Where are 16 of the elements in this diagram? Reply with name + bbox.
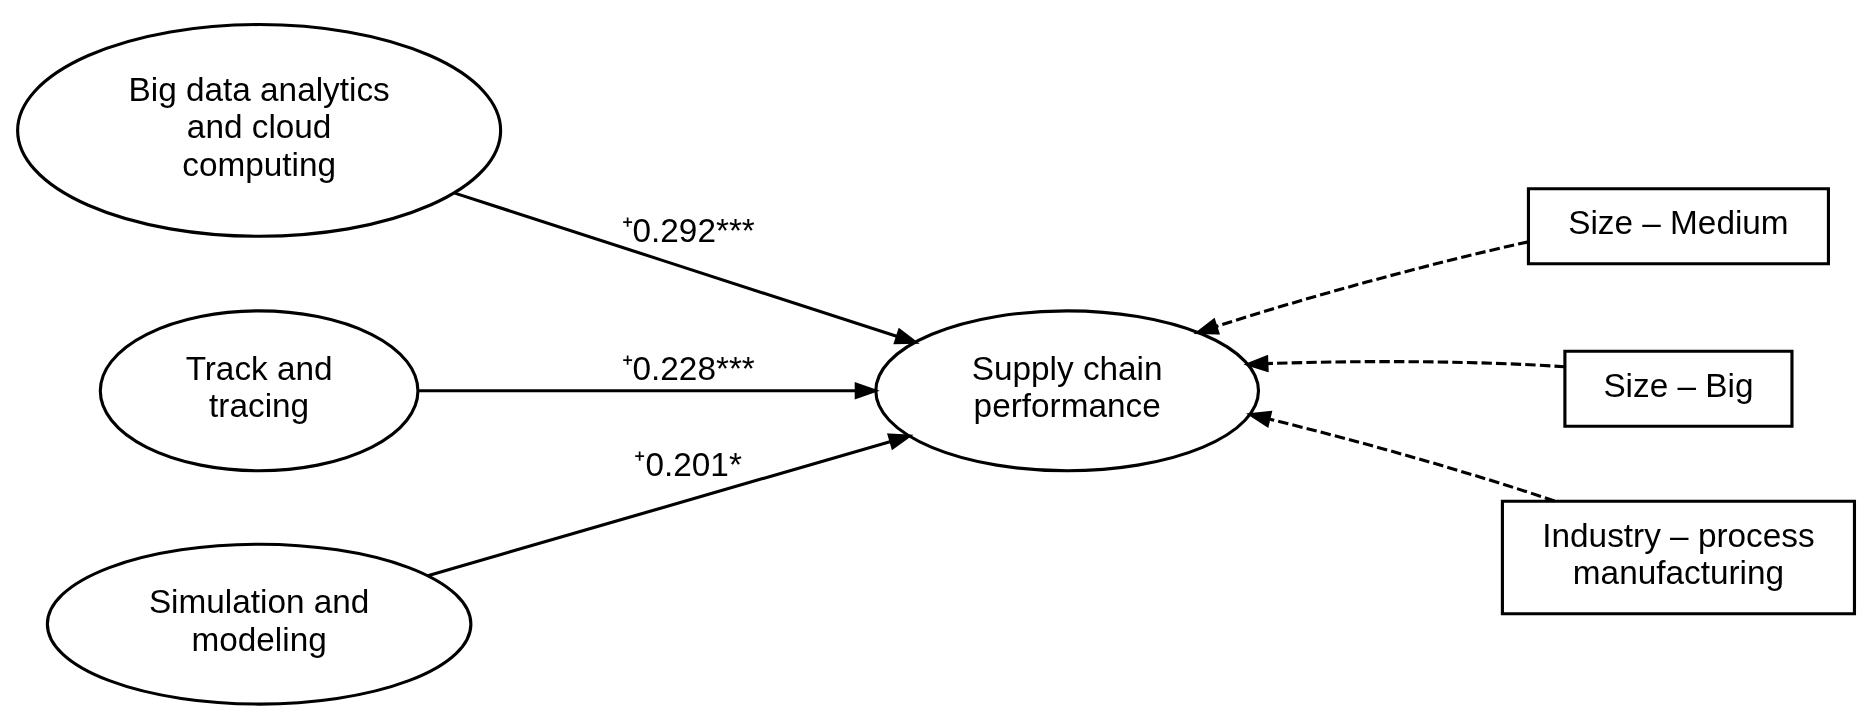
edge-label: ⁺0.201* — [634, 445, 742, 483]
arrow — [427, 432, 914, 577]
arrow — [1246, 410, 1555, 502]
arrow — [1193, 239, 1529, 334]
edge-label: ⁺0.228*** — [621, 349, 755, 387]
arrow — [1243, 354, 1565, 372]
node-ellipse: Supply chain performance — [874, 308, 1261, 472]
edge-label: ⁺0.292*** — [621, 211, 755, 249]
node-box: Size – Medium — [1526, 186, 1830, 265]
node-ellipse: Track and tracing — [98, 308, 420, 472]
arrow — [454, 191, 920, 344]
node-ellipse: Big data analytics and cloud computing — [16, 22, 503, 238]
node-box: Industry – process manufacturing — [1500, 499, 1857, 615]
node-ellipse: Simulation and modeling — [45, 542, 473, 706]
node-box: Size – Big — [1563, 349, 1794, 428]
arrow — [419, 381, 880, 400]
